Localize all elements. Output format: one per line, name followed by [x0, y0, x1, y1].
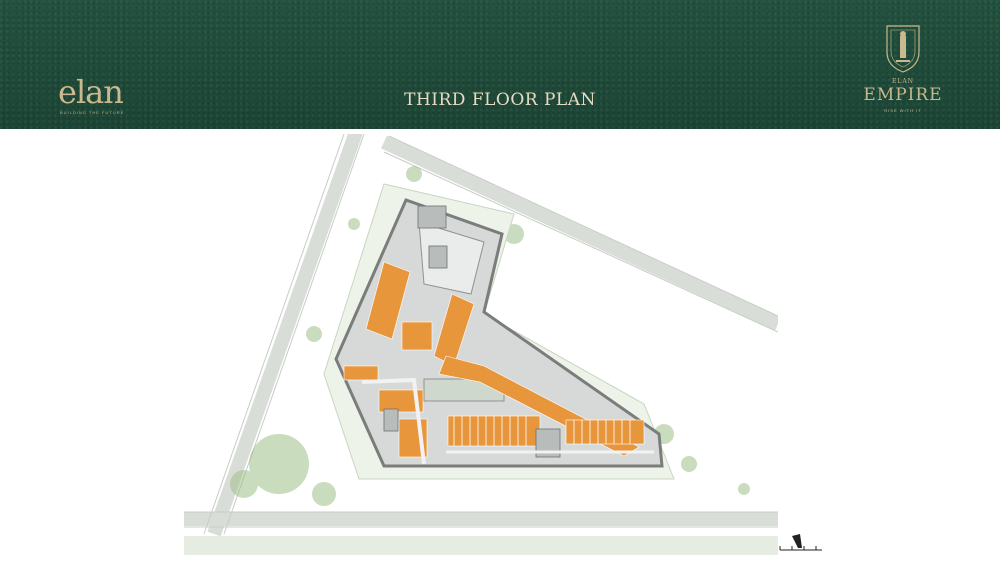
- floor-plan-drawing: [184, 134, 778, 555]
- page-title: THIRD FLOOR PLAN: [404, 90, 596, 110]
- scale-bar-icon: [779, 534, 822, 551]
- brand-tagline: RISE WITH IT: [884, 108, 922, 113]
- elan-empire-logo: ELAN EMPIRE RISE WITH IT: [858, 22, 948, 122]
- brand-big: EMPIRE: [863, 85, 943, 105]
- road-lines: [184, 134, 778, 537]
- elan-logo-mark: elan: [58, 73, 124, 111]
- service-cores: [383, 205, 561, 458]
- brand-small: ELAN: [892, 78, 914, 85]
- elan-logo-tagline: BUILDING THE FUTURE: [60, 110, 125, 115]
- header-banner: elan BUILDING THE FUTURE THIRD FLOOR PLA…: [0, 0, 1000, 129]
- crest-icon: [886, 25, 920, 73]
- elan-logo: elan BUILDING THE FUTURE: [58, 74, 148, 118]
